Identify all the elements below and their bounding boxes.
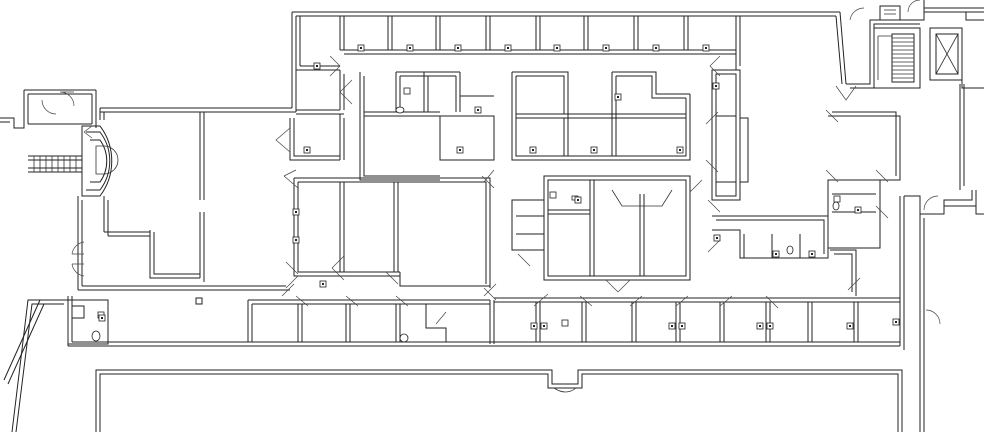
junction-box-dot: [593, 149, 595, 151]
junction-box-dot: [101, 317, 103, 319]
junction-box-dot: [605, 47, 607, 49]
junction-box-dot: [532, 149, 534, 151]
junction-box-dot: [459, 149, 461, 151]
fixtures: [395, 87, 841, 327]
junction-box-dot: [556, 47, 558, 49]
junction-box-dot: [543, 325, 545, 327]
junction-box-dot: [316, 65, 318, 67]
junction-box-dot: [759, 325, 761, 327]
junction-box-dot: [507, 47, 509, 49]
south-corridor-rooms: [247, 297, 900, 344]
junction-box-dot: [306, 149, 308, 151]
junction-box-dot: [811, 253, 813, 255]
junction-box-dot: [577, 199, 579, 201]
junction-box-dot: [775, 253, 777, 255]
junction-box-dot: [617, 96, 619, 98]
junction-box-dot: [716, 237, 718, 239]
junction-box-dot: [895, 321, 897, 323]
stair-right: [935, 33, 959, 75]
junction-box-dot: [457, 47, 459, 49]
junction-box-dot: [322, 283, 324, 285]
junction-box-dot: [769, 325, 771, 327]
junction-box-dot: [679, 149, 681, 151]
gallery-area: [28, 91, 290, 345]
junction-box-dot: [295, 239, 297, 241]
junction-box-dot: [409, 47, 411, 49]
junction-box-dot: [681, 325, 683, 327]
junction-box-dot: [655, 47, 657, 49]
junction-box-dot: [857, 209, 859, 211]
stair-left: [877, 5, 915, 83]
junction-box-dot: [849, 325, 851, 327]
north-wing-rooms: [289, 16, 901, 296]
junction-boxes: [98, 44, 900, 330]
junction-box-dot: [533, 325, 535, 327]
junction-box-dot: [295, 211, 297, 213]
junction-box-dot: [671, 325, 673, 327]
junction-box-dot: [715, 85, 717, 87]
junction-box-dot: [477, 109, 479, 111]
door-swings: [275, 0, 941, 325]
junction-box-dot: [705, 47, 707, 49]
junction-box-dot: [360, 47, 362, 49]
